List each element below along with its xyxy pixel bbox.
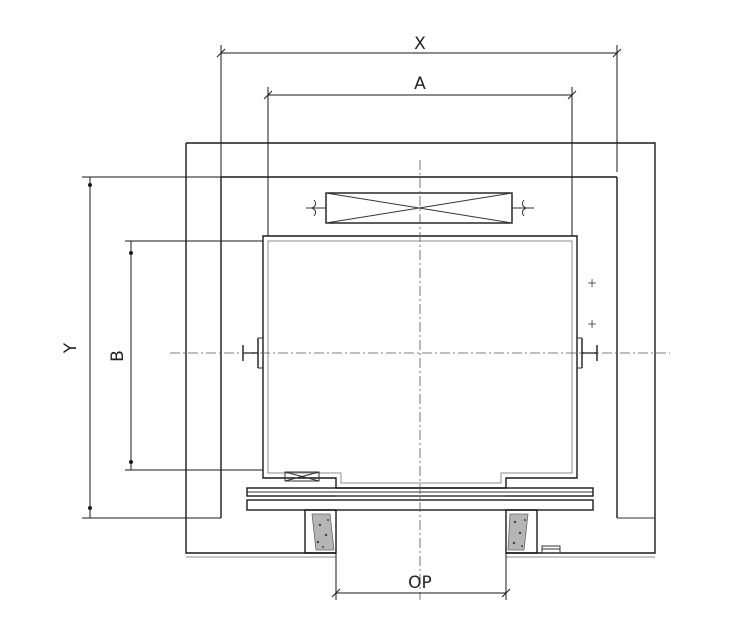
door-jamb-left — [304, 509, 337, 554]
center-lines — [170, 160, 670, 600]
dimension-b-label: B — [108, 350, 128, 362]
shaft-inner-wall — [186, 176, 655, 519]
dimension-x — [216, 45, 622, 177]
sill-box — [284, 471, 320, 482]
dimension-b — [125, 240, 263, 471]
landing-button-box — [541, 545, 561, 554]
door-jamb-right — [505, 509, 538, 554]
dimension-y-label: Y — [61, 342, 81, 354]
car-markers: + + — [587, 276, 597, 331]
dimension-y — [82, 176, 221, 519]
dimension-a-label: A — [414, 74, 426, 94]
counterweight — [306, 192, 534, 224]
dimension-a — [263, 87, 577, 236]
shaft-outer-wall — [185, 142, 656, 558]
svg-text:+: + — [587, 276, 597, 290]
dimension-op-label: OP — [408, 573, 432, 593]
svg-text:+: + — [587, 317, 597, 331]
dimension-x-label: X — [414, 34, 426, 54]
dimension-op — [331, 510, 511, 600]
